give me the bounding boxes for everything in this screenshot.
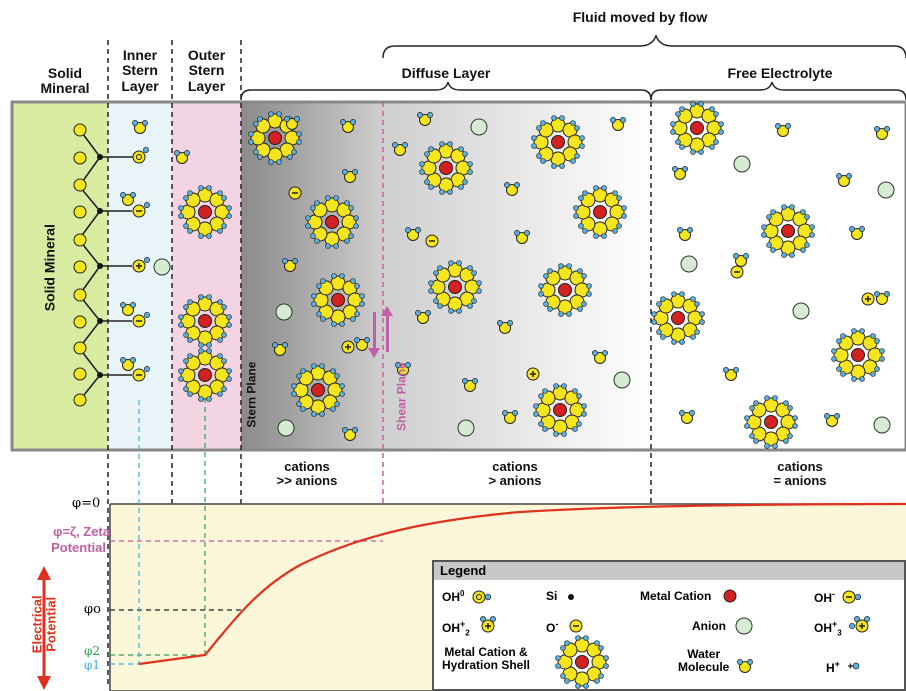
- metal-shell-icon: [555, 635, 609, 689]
- legend-o-minus: O-: [546, 619, 559, 635]
- legend-si: Si: [546, 589, 558, 603]
- diffuse-layer-header: Diffuse Layer: [401, 65, 491, 81]
- free-brace: [650, 81, 906, 101]
- o-minus-icon: [569, 619, 583, 633]
- phi-1-label: φ1: [84, 658, 101, 672]
- si-icon: [568, 594, 574, 600]
- phi-o-label: φo: [84, 602, 101, 617]
- solid-mineral-vertical: Solid Mineral: [41, 224, 58, 312]
- oh-minus-icon: [842, 590, 862, 604]
- outer-stern-header: Outer Stern Layer: [187, 47, 226, 94]
- oh0-icon: [472, 590, 492, 604]
- legend-anion: Anion: [692, 619, 726, 633]
- solid-mineral-header: Solid Mineral: [40, 65, 90, 97]
- mineral-oxygen-atoms: [73, 123, 87, 407]
- h-plus-icon: [848, 662, 860, 670]
- legend-metal-shell: Metal Cation & Hydration Shell: [442, 645, 531, 673]
- legend-title: Legend: [434, 562, 904, 580]
- si-atoms: [97, 154, 103, 378]
- potential-arrow: [37, 566, 51, 690]
- shear-plane-label: Shear Plane: [394, 362, 409, 431]
- anion-icon: [735, 617, 753, 635]
- metal-cation-icon: [723, 589, 737, 603]
- water-icon: [736, 658, 754, 673]
- legend-oh-minus: OH-: [814, 589, 835, 605]
- legend-oh2: OH+2: [442, 619, 470, 638]
- cations-stern-label: cations >> anions: [276, 459, 338, 489]
- legend-oh3: OH+3: [814, 619, 842, 638]
- legend-oh0: OH0: [442, 589, 465, 604]
- inner-stern-groups: [119, 119, 171, 382]
- fluid-brace: [382, 33, 906, 59]
- inner-stern-header: Inner Stern Layer: [121, 47, 159, 94]
- diffuse-brace: [240, 81, 652, 101]
- stern-plane-label: Stern Plane: [244, 361, 259, 428]
- legend: Legend OH0 Si Metal Cation OH- OH+2 O- A…: [432, 560, 906, 691]
- legend-water: Water Molecule: [678, 647, 730, 675]
- shear-arrows: [368, 306, 393, 358]
- fluid-moved-label: Fluid moved by flow: [572, 9, 708, 25]
- zeta-label-1: φ=ζ, Zeta: [53, 524, 110, 539]
- legend-metal-cation: Metal Cation: [640, 589, 712, 603]
- potential-curve: [138, 502, 906, 666]
- cations-free-label: cations = anions: [773, 459, 827, 489]
- free-electrolyte-region: [651, 102, 906, 450]
- legend-h-plus: H+: [826, 659, 840, 675]
- phi-2-label: φ2: [84, 644, 101, 658]
- free-electrolyte-header: Free Electrolyte: [727, 65, 833, 81]
- zeta-label-2: Potential: [51, 540, 106, 555]
- cations-diffuse-label: cations > anions: [488, 459, 542, 489]
- phi-zero-label: φ=0: [72, 496, 101, 511]
- electrical-potential-label: Electrical Potential: [29, 595, 59, 654]
- oh3-icon: [849, 616, 870, 633]
- oh2-icon: [480, 616, 496, 633]
- main-panel-frame: [10, 100, 906, 452]
